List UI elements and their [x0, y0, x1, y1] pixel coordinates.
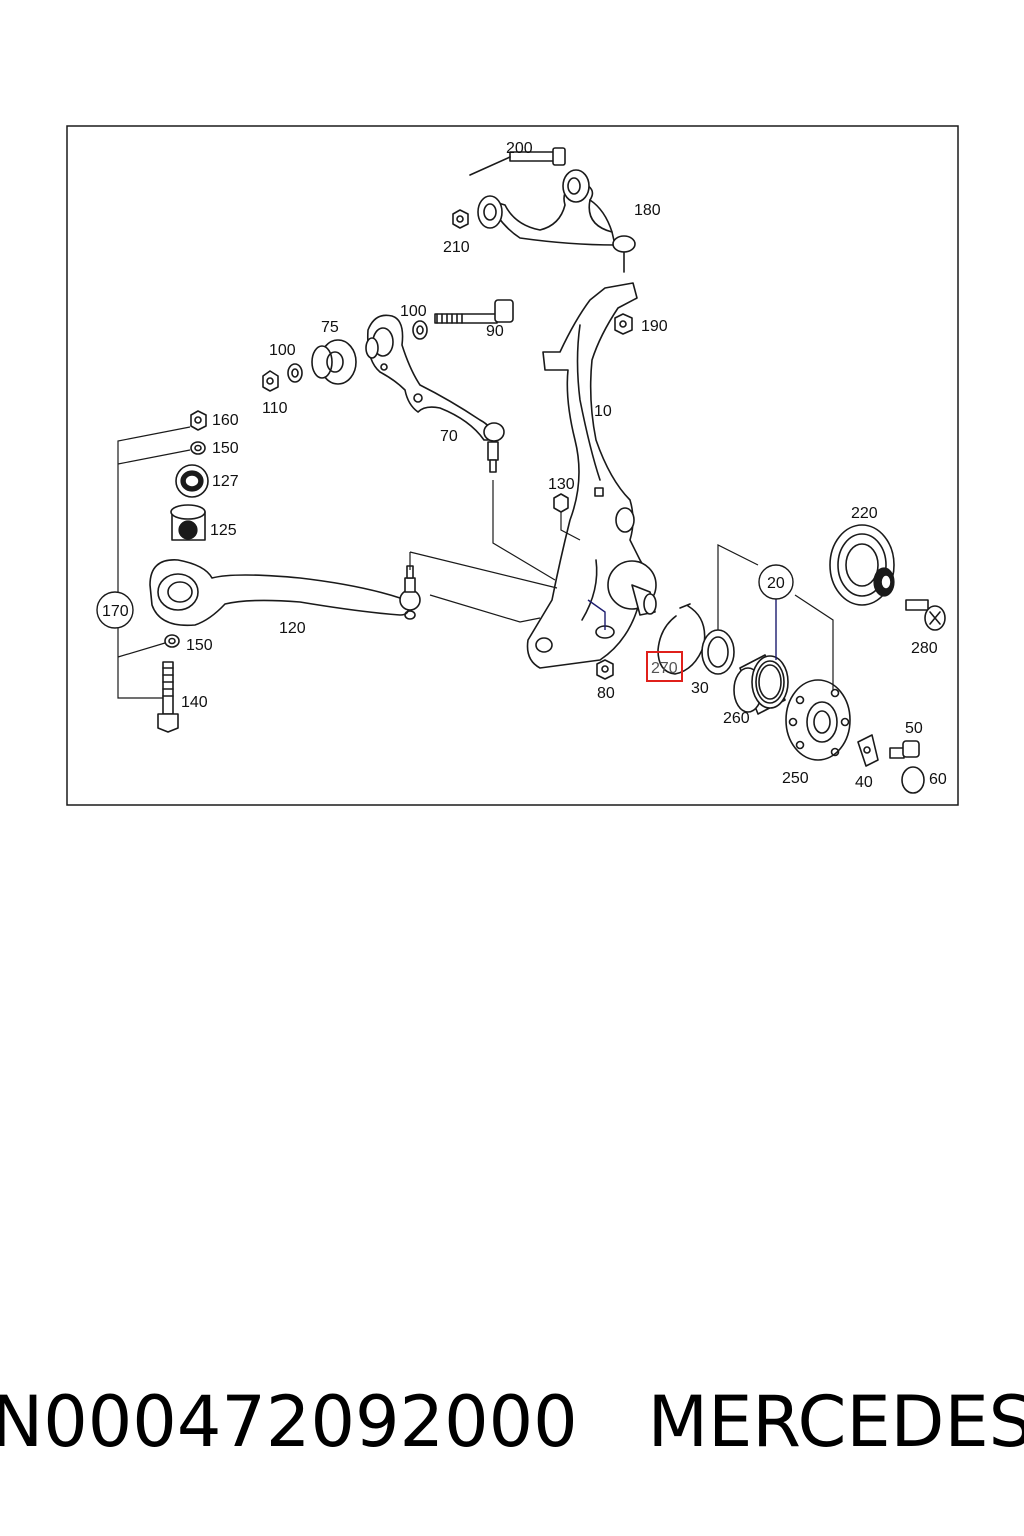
seal-30[interactable] — [701, 629, 735, 675]
label-160: 160 — [212, 412, 239, 429]
nut-80[interactable] — [596, 659, 614, 680]
bolt-50[interactable] — [889, 740, 920, 759]
bushing-125[interactable] — [170, 504, 206, 541]
label-150-lower: 150 — [186, 637, 213, 654]
upper-control-arm-180[interactable] — [477, 169, 636, 273]
leader-80 — [587, 599, 606, 630]
nut-110[interactable] — [262, 370, 279, 392]
nut-190[interactable] — [614, 313, 633, 335]
leader-70 — [492, 480, 556, 581]
washer-100-lower[interactable] — [287, 363, 303, 383]
label-170: 170 — [102, 603, 129, 620]
label-100-lower: 100 — [269, 342, 296, 359]
label-180: 180 — [634, 202, 661, 219]
washer-150-upper[interactable] — [190, 441, 206, 455]
label-100-upper: 100 — [400, 303, 427, 320]
washer-100-upper[interactable] — [412, 320, 428, 340]
label-150-upper: 150 — [212, 440, 239, 457]
label-140: 140 — [181, 694, 208, 711]
kit-170-bracket — [117, 426, 191, 699]
bolt-280[interactable] — [905, 599, 946, 631]
washer-150-lower[interactable] — [164, 634, 180, 648]
bearing-260[interactable] — [733, 654, 789, 715]
label-280: 280 — [911, 640, 938, 657]
label-125: 125 — [210, 522, 237, 539]
cap-60[interactable] — [901, 766, 925, 794]
part-number: N000472092000 — [0, 1381, 578, 1463]
control-arm-70[interactable] — [365, 314, 505, 473]
label-210: 210 — [443, 239, 470, 256]
bolt-90[interactable] — [434, 299, 514, 324]
wheel-hub-250[interactable] — [785, 679, 851, 761]
drive-shaft-joint-220[interactable] — [829, 524, 895, 606]
lower-control-arm-120[interactable] — [149, 559, 421, 627]
parts-diagram: 200 180 210 100 75 90 190 100 110 10 70 … — [66, 125, 959, 806]
label-20: 20 — [767, 575, 785, 592]
label-40: 40 — [855, 774, 873, 791]
label-200: 200 — [506, 140, 533, 157]
label-250: 250 — [782, 770, 809, 787]
highlight-270 — [646, 651, 683, 682]
label-110: 110 — [262, 400, 288, 417]
label-270: 270 — [651, 660, 678, 677]
label-130: 130 — [548, 476, 575, 493]
leader-120 — [409, 551, 558, 623]
diagram-border — [66, 125, 959, 806]
bolt-200[interactable] — [469, 147, 566, 176]
bolt-130[interactable] — [553, 493, 569, 513]
callout-circle-20 — [758, 564, 794, 600]
nut-210[interactable] — [452, 209, 469, 229]
label-260: 260 — [723, 710, 750, 727]
label-75: 75 — [321, 319, 339, 336]
caption-bar: N000472092000 MERCEDES — [0, 1372, 1024, 1472]
callout-circle-170 — [96, 591, 134, 629]
label-10: 10 — [594, 403, 612, 420]
label-70: 70 — [440, 428, 458, 445]
label-90: 90 — [486, 323, 504, 340]
label-50: 50 — [905, 720, 923, 737]
label-190: 190 — [641, 318, 668, 335]
label-80: 80 — [597, 685, 615, 702]
label-127: 127 — [212, 473, 239, 490]
label-30: 30 — [691, 680, 709, 697]
bolt-140[interactable] — [157, 661, 179, 733]
leader-130 — [560, 512, 581, 541]
bushing-75[interactable] — [311, 339, 357, 385]
steering-knuckle-10[interactable] — [526, 282, 657, 669]
exploded-view-svg: 200 180 210 100 75 90 190 100 110 10 70 … — [66, 125, 959, 806]
brand-name: MERCEDES — [647, 1381, 1024, 1463]
snap-ring-270[interactable] — [657, 603, 706, 675]
cap-40[interactable] — [857, 734, 879, 767]
label-60: 60 — [929, 771, 947, 788]
label-220: 220 — [851, 505, 878, 522]
bushing-127[interactable] — [175, 464, 209, 498]
label-120: 120 — [279, 620, 306, 637]
bracket-20 — [717, 544, 834, 690]
nut-160[interactable] — [190, 410, 207, 431]
